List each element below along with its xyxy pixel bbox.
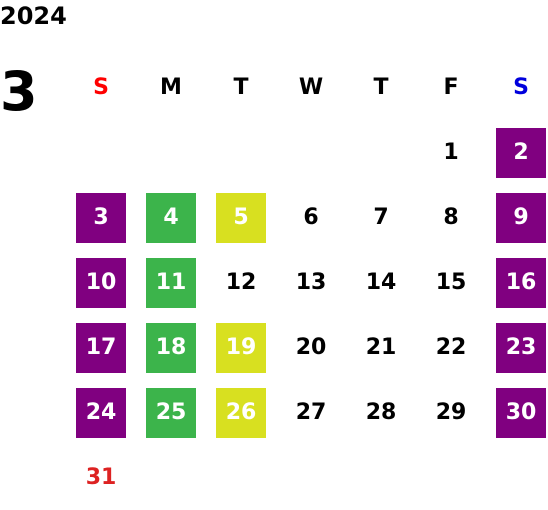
day-number: 27 [295, 400, 327, 425]
week-row: 17 18 19 20 21 22 23 [66, 315, 548, 380]
day-cell[interactable]: 5 [206, 185, 276, 250]
day-cell[interactable]: 31 [66, 445, 136, 510]
day-cell[interactable]: 2 [486, 120, 548, 185]
day-number: 8 [443, 205, 459, 230]
day-cell[interactable]: 29 [416, 380, 486, 445]
day-cell[interactable]: 10 [66, 250, 136, 315]
day-number: 25 [146, 387, 196, 438]
day-cell[interactable]: 1 [416, 120, 486, 185]
weekday-tue: T [233, 75, 249, 100]
day-number: 23 [496, 322, 546, 373]
day-cell [276, 445, 346, 510]
day-number: 13 [295, 270, 327, 295]
day-number: 12 [225, 270, 257, 295]
day-number: 14 [365, 270, 397, 295]
day-number: 3 [76, 192, 126, 243]
day-number: 16 [496, 257, 546, 308]
day-number: 15 [435, 270, 467, 295]
day-cell[interactable]: 28 [346, 380, 416, 445]
day-number: 9 [496, 192, 546, 243]
day-cell[interactable]: 23 [486, 315, 548, 380]
day-cell[interactable]: 26 [206, 380, 276, 445]
day-cell [136, 445, 206, 510]
day-cell[interactable]: 11 [136, 250, 206, 315]
day-cell [416, 445, 486, 510]
day-number: 21 [365, 335, 397, 360]
day-cell[interactable]: 7 [346, 185, 416, 250]
day-cell[interactable]: 25 [136, 380, 206, 445]
day-cell [486, 445, 548, 510]
weekday-sat: S [513, 75, 529, 100]
weekday-fri: F [443, 75, 459, 100]
day-cell [66, 120, 136, 185]
day-cell [276, 120, 346, 185]
day-cell[interactable]: 8 [416, 185, 486, 250]
day-cell[interactable]: 19 [206, 315, 276, 380]
day-number: 1 [443, 140, 459, 165]
day-cell[interactable]: 16 [486, 250, 548, 315]
day-number: 17 [76, 322, 126, 373]
day-number: 18 [146, 322, 196, 373]
day-cell[interactable]: 17 [66, 315, 136, 380]
day-cell[interactable]: 9 [486, 185, 548, 250]
day-cell[interactable]: 14 [346, 250, 416, 315]
day-number: 19 [216, 322, 266, 373]
weekday-thu: T [373, 75, 389, 100]
day-cell[interactable]: 15 [416, 250, 486, 315]
day-cell[interactable]: 18 [136, 315, 206, 380]
day-cell [206, 445, 276, 510]
day-number: 31 [85, 465, 117, 490]
day-cell [346, 445, 416, 510]
day-cell[interactable]: 21 [346, 315, 416, 380]
day-number: 22 [435, 335, 467, 360]
week-row: 10 11 12 13 14 15 16 [66, 250, 548, 315]
day-cell[interactable]: 20 [276, 315, 346, 380]
day-number: 24 [76, 387, 126, 438]
day-cell [346, 120, 416, 185]
day-cell[interactable]: 24 [66, 380, 136, 445]
day-number: 30 [496, 387, 546, 438]
day-number: 2 [496, 127, 546, 178]
day-number: 4 [146, 192, 196, 243]
month-label: 3 [0, 60, 38, 123]
day-cell [136, 120, 206, 185]
day-number: 11 [146, 257, 196, 308]
day-number: 28 [365, 400, 397, 425]
day-cell[interactable]: 27 [276, 380, 346, 445]
week-row: 31 [66, 445, 548, 510]
day-number: 10 [76, 257, 126, 308]
day-cell [206, 120, 276, 185]
day-cell[interactable]: 6 [276, 185, 346, 250]
day-cell[interactable]: 30 [486, 380, 548, 445]
day-cell[interactable]: 3 [66, 185, 136, 250]
day-number: 26 [216, 387, 266, 438]
day-number: 6 [303, 205, 319, 230]
day-number: 29 [435, 400, 467, 425]
day-number: 7 [373, 205, 389, 230]
day-cell[interactable]: 12 [206, 250, 276, 315]
day-cell[interactable]: 4 [136, 185, 206, 250]
weekday-sun: S [93, 75, 109, 100]
day-cell[interactable]: 22 [416, 315, 486, 380]
weekday-wed: W [298, 75, 324, 100]
year-label: 2024 [0, 2, 67, 30]
weekday-mon: M [160, 75, 182, 100]
day-cell[interactable]: 13 [276, 250, 346, 315]
week-row: 24 25 26 27 28 29 30 [66, 380, 548, 445]
day-number: 20 [295, 335, 327, 360]
day-number: 5 [216, 192, 266, 243]
